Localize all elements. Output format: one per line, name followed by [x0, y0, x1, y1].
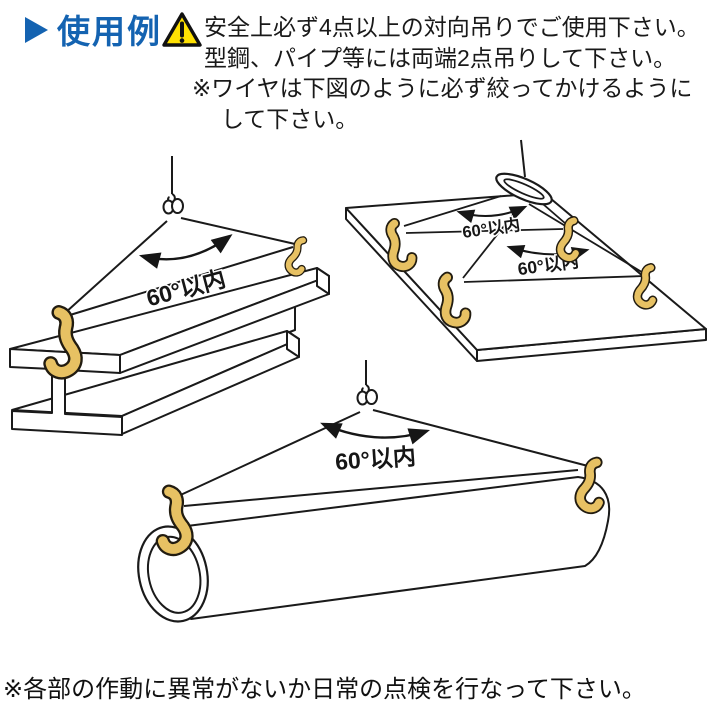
plate-lifting-diagram: 60°以内 60°以内 — [345, 139, 707, 362]
warning-triangle-icon — [162, 12, 202, 47]
warning-text-line: ※ワイヤは下図のように必ず絞ってかけるように — [192, 75, 693, 101]
warning-text: 安全上必ず4点以上の対向吊りでご使用下さい。 型鋼、パイプ等には両端2点吊りして… — [192, 12, 713, 134]
clamp-icon — [578, 461, 607, 510]
angle-arc — [320, 422, 431, 445]
angle-arc — [138, 234, 233, 269]
section-title: 使用例 — [57, 13, 162, 50]
warning-text-line: 型鋼、パイプ等には両端2点吊りして下さい。 — [204, 44, 677, 71]
hook-icon — [356, 384, 378, 406]
wire-rope-line — [173, 411, 361, 499]
wire-rope-lines — [403, 195, 646, 283]
warning-text-line: 安全上必ず4点以上の対向吊りでご使用下さい。 — [204, 14, 700, 40]
wire-rope-line — [183, 469, 579, 507]
hook-icon — [162, 193, 184, 215]
pipe-drawing — [137, 476, 611, 623]
wire-rope-line — [69, 246, 294, 316]
wire-rope-line — [180, 217, 296, 245]
angle-label: 60°以内 — [334, 443, 416, 475]
crane-wire-line — [520, 139, 526, 178]
inspection-note: ※各部の作動に異常がないか日常の点検を行なって下さい。 — [3, 676, 646, 703]
section-marker-triangle-icon — [25, 17, 48, 43]
wire-rope-line — [372, 409, 589, 467]
i-beam-drawing — [9, 267, 330, 436]
warning-text-line: して下さい。 — [221, 105, 359, 132]
beam-lifting-diagram: 60°以内 — [9, 156, 330, 436]
angle-arc — [456, 205, 528, 224]
pipe-lifting-diagram: 60°以内 — [137, 360, 611, 623]
